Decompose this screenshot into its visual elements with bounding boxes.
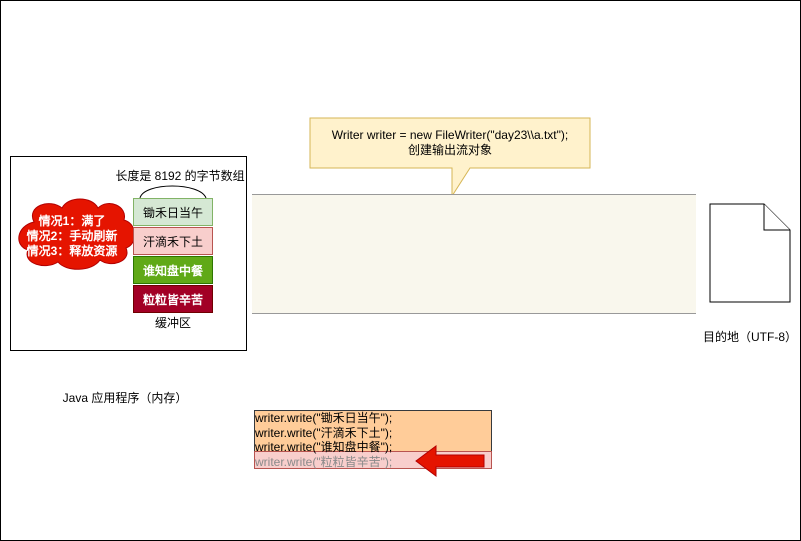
red-arrow-icon	[415, 445, 485, 477]
array-label: 长度是 8192 的字节数组	[115, 169, 245, 183]
buffer-label: 缓冲区	[154, 316, 191, 330]
callout-line-1: Writer writer = new FileWriter("day23\\a…	[331, 128, 569, 142]
buffer-cell-1: 锄禾日当午	[133, 198, 213, 226]
code-line-3: writer.write("谁知盘中餐");	[255, 440, 393, 454]
buffer-cell-3: 谁知盘中餐	[133, 256, 213, 284]
callout-line-2: 创建输出流对象	[407, 143, 492, 157]
code-line-2: writer.write("汗滴禾下土");	[255, 426, 393, 440]
buffer-cell-2: 汗滴禾下土	[133, 227, 213, 255]
cloud-shape	[18, 198, 136, 270]
buffer-cell-4: 粒粒皆辛苦	[133, 285, 213, 313]
flush-condition-1: 情况1：满了	[38, 214, 106, 228]
flush-condition-2: 情况2：手动刷新	[26, 229, 118, 243]
code-line-1: writer.write("锄禾日当午");	[255, 411, 393, 425]
output-stream-pipe	[252, 194, 696, 314]
flush-condition-3: 情况3：释放资源	[26, 244, 118, 258]
file-fold	[763, 204, 790, 231]
flush-conditions: 情况1：满了 情况2：手动刷新 情况3：释放资源	[18, 214, 126, 259]
code-line-4: writer.write("粒粒皆辛苦");	[255, 455, 393, 469]
callout-shape	[309, 117, 591, 198]
callout-text: Writer writer = new FileWriter("day23\\a…	[310, 118, 590, 168]
destination-label: 目的地（UTF-8）	[703, 330, 797, 344]
array-arc	[139, 185, 207, 199]
java-app-label: Java 应用程序（内存）	[62, 391, 188, 405]
